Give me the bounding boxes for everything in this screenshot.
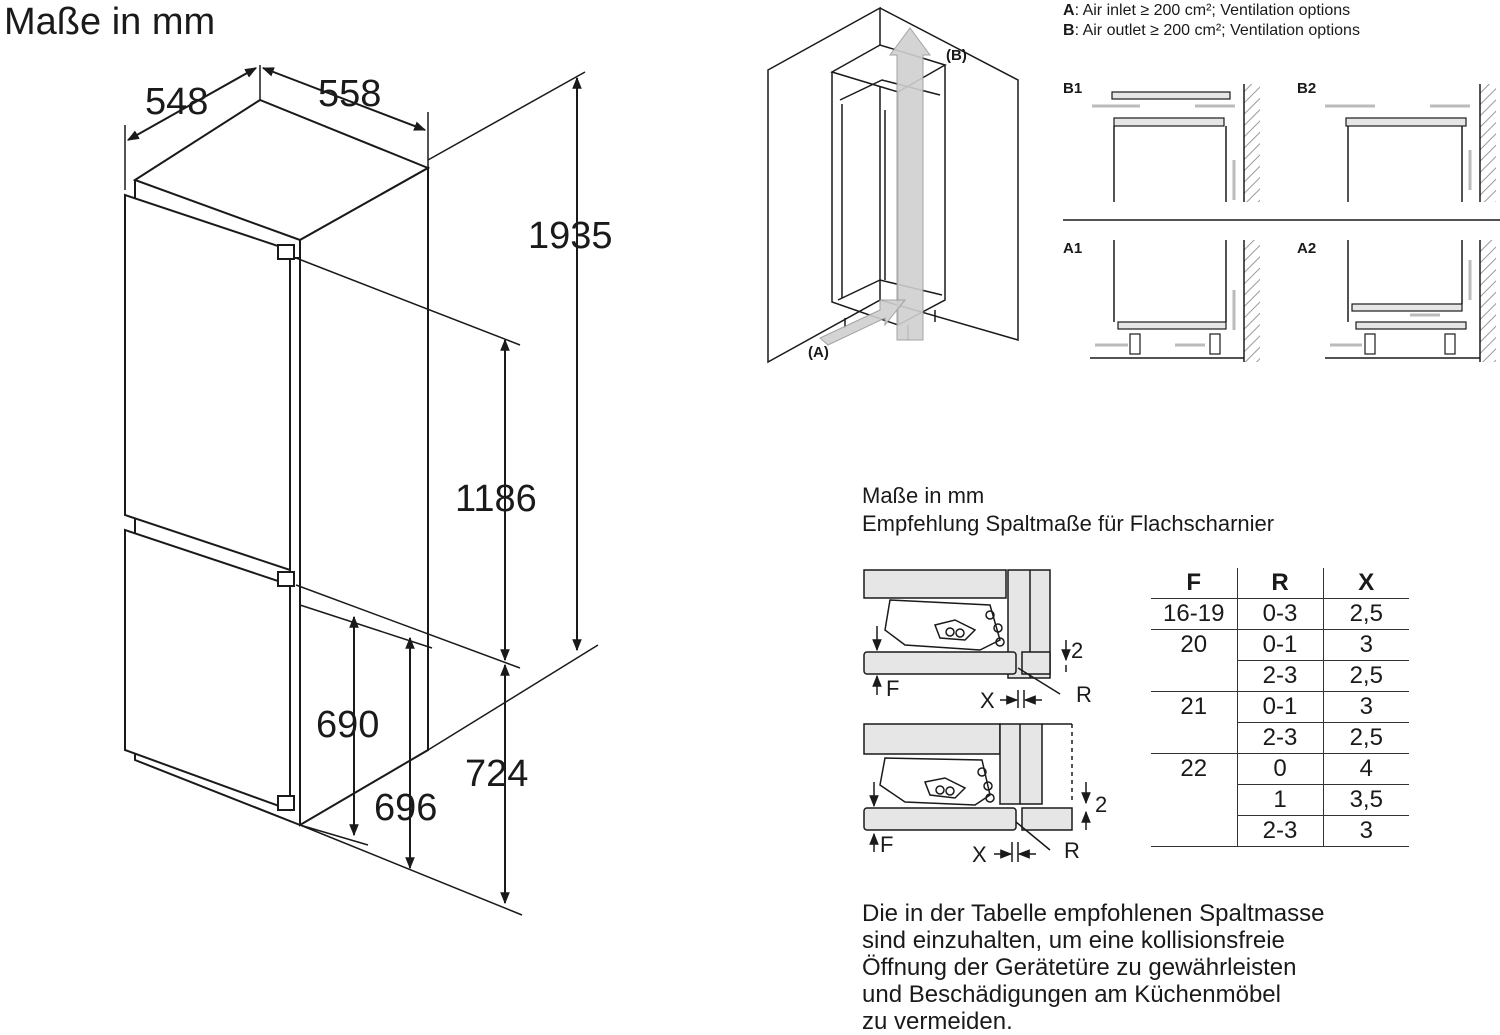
lower-door	[124, 528, 291, 812]
table-cell: 3,5	[1323, 784, 1409, 816]
table-row: 2-3 3	[1151, 815, 1409, 847]
table-cell: 20	[1151, 629, 1238, 661]
dim-lower-right: 724	[465, 753, 528, 795]
lower-label-r: R	[1064, 838, 1080, 863]
fridge-drawing	[124, 98, 431, 827]
upper-label-x: X	[980, 688, 995, 713]
niche-wall-right	[879, 7, 1019, 341]
label-a1: A1	[1063, 240, 1082, 257]
hinge-top	[277, 244, 295, 260]
dim-height: 1935	[528, 215, 613, 257]
legend-a: A: Air inlet ≥ 200 cm²; Ventilation opti…	[1063, 2, 1351, 19]
table-cell: 16-19	[1151, 598, 1238, 630]
note-line: sind einzuhalten, um eine kollisionsfrei…	[862, 927, 1285, 954]
table-cell: 0-3	[1237, 598, 1324, 630]
gap-table: F R X 16-19 0-3 2,5 20 0-1 3 2-3 2,5 21 …	[1151, 568, 1409, 847]
hinge-mid	[277, 571, 295, 587]
dim-width: 558	[318, 73, 381, 115]
table-header-x: X	[1323, 568, 1409, 599]
hinge-section-header: Maße in mm Empfehlung Spaltmaße für Flac…	[862, 482, 1274, 538]
table-cell: 2-3	[1237, 660, 1324, 692]
label-b2: B2	[1297, 80, 1316, 97]
hinge-detail-upper	[863, 569, 1071, 708]
table-cell: 2-3	[1237, 722, 1324, 754]
lower-label-f: F	[880, 832, 893, 857]
table-row: 2-3 2,5	[1151, 660, 1409, 692]
label-b: (B)	[946, 47, 967, 64]
upper-label-r: R	[1076, 682, 1092, 707]
hinge-subtitle: Empfehlung Spaltmaße für Flachscharnier	[862, 511, 1275, 536]
table-row: 1 3,5	[1151, 784, 1409, 816]
table-cell: 21	[1151, 691, 1238, 723]
table-cell: 22	[1151, 753, 1238, 785]
note-line: Öffnung der Gerätetüre zu gewährleisten	[862, 954, 1297, 981]
table-cell	[1151, 815, 1238, 847]
label-a2: A2	[1297, 240, 1316, 257]
table-cell	[1151, 722, 1238, 754]
air-outlet-arrow	[889, 27, 931, 341]
table-cell: 4	[1323, 753, 1409, 785]
note-line: Die in der Tabelle empfohlenen Spaltmass…	[862, 900, 1325, 927]
schematic-a2	[1325, 240, 1496, 362]
gap-note: Die in der Tabelle empfohlenen Spaltmass…	[862, 900, 1325, 1035]
ventilation-legend: A: Air inlet ≥ 200 cm²; Ventilation opti…	[1063, 1, 1360, 41]
table-cell: 3	[1323, 691, 1409, 723]
table-row: 2-3 2,5	[1151, 722, 1409, 754]
air-inlet-arrow	[819, 299, 907, 346]
dimension-arrows	[126, 67, 582, 905]
table-cell: 0	[1237, 753, 1324, 785]
table-row: 22 0 4	[1151, 753, 1409, 785]
label-b1: B1	[1063, 80, 1082, 97]
page-title: Maße in mm	[4, 1, 216, 43]
table-header-r: R	[1237, 568, 1324, 599]
upper-label-2: 2	[1071, 638, 1083, 663]
table-cell: 2-3	[1237, 815, 1324, 847]
dim-lower-mid: 696	[374, 787, 437, 829]
schematic-b1	[1092, 84, 1260, 202]
table-header-f: F	[1151, 568, 1238, 599]
table-cell: 3	[1323, 815, 1409, 847]
lower-label-x: X	[972, 842, 987, 867]
lower-label-2: 2	[1095, 792, 1107, 817]
table-header-row: F R X	[1151, 568, 1409, 599]
table-cell: 2,5	[1323, 722, 1409, 754]
table-cell: 0-1	[1237, 691, 1324, 723]
schematic-a1	[1090, 240, 1260, 362]
table-cell	[1151, 784, 1238, 816]
schematic-b2	[1325, 84, 1496, 202]
dim-upper: 1186	[455, 478, 537, 520]
dim-depth: 548	[145, 81, 208, 123]
table-row: 20 0-1 3	[1151, 629, 1409, 661]
dim-lower-left: 690	[316, 704, 379, 746]
hinge-detail-lower	[863, 723, 1091, 862]
hinge-units: Maße in mm	[862, 483, 985, 508]
table-row: 21 0-1 3	[1151, 691, 1409, 723]
table-cell	[1151, 660, 1238, 692]
note-line: zu vermeiden.	[862, 1008, 1013, 1035]
note-line: und Beschädigungen am Küchenmöbel	[862, 981, 1281, 1008]
legend-b: B: Air outlet ≥ 200 cm²; Ventilation opt…	[1063, 22, 1360, 39]
hinge-bottom	[277, 795, 295, 811]
table-cell: 2,5	[1323, 598, 1409, 630]
niche-drawing	[767, 6, 1019, 364]
label-a: (A)	[808, 344, 829, 361]
table-cell: 1	[1237, 784, 1324, 816]
table-cell: 3	[1323, 629, 1409, 661]
extension-lines	[124, 65, 599, 916]
table-row: 16-19 0-3 2,5	[1151, 598, 1409, 630]
width-arrow	[261, 67, 427, 131]
ventilation-schematics: B1 B2 A1 A2	[1063, 80, 1500, 362]
upper-door	[124, 193, 291, 572]
table-cell: 0-1	[1237, 629, 1324, 661]
depth-arrow	[126, 67, 258, 141]
table-cell: 2,5	[1323, 660, 1409, 692]
upper-label-f: F	[886, 676, 899, 701]
